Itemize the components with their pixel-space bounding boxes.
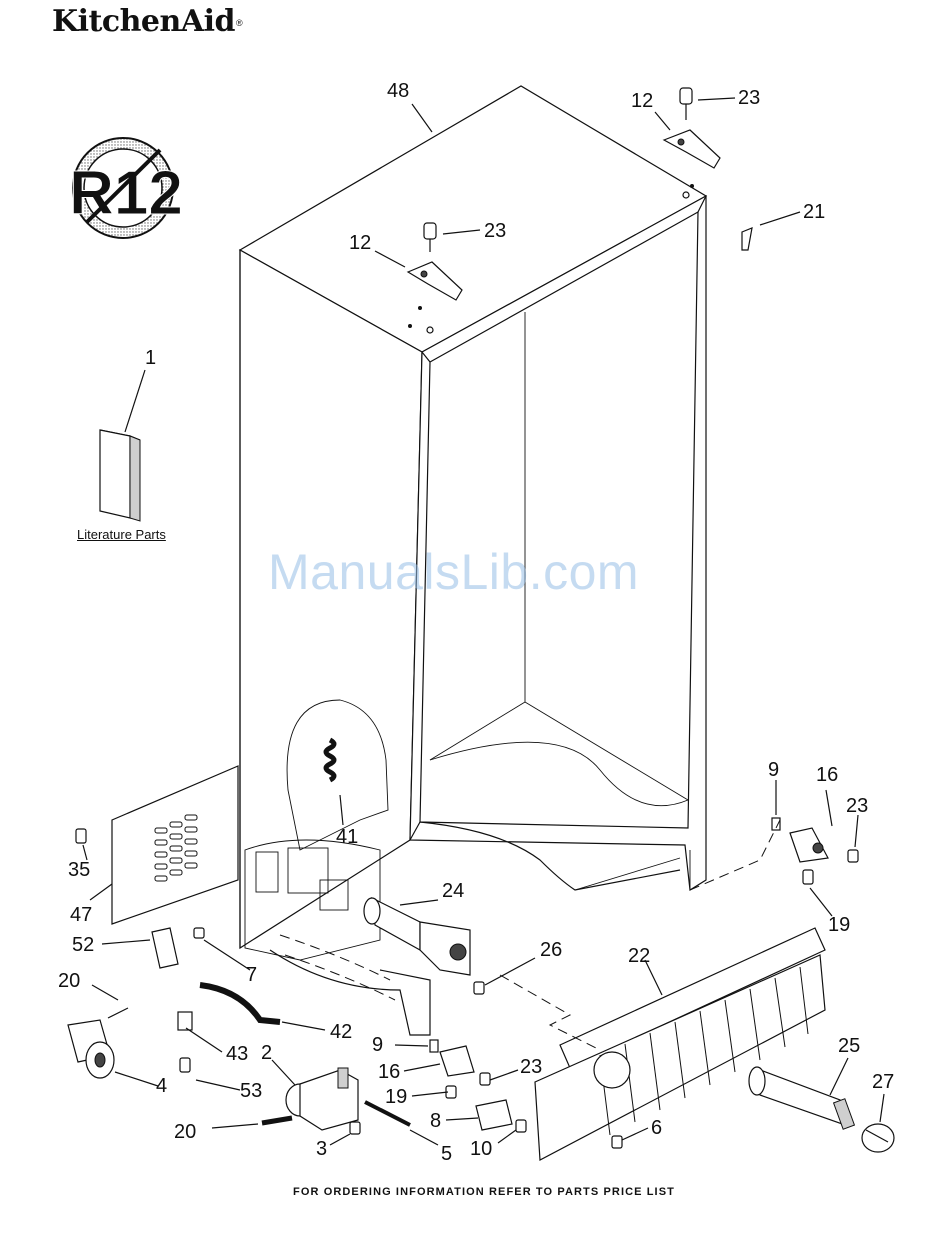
screw-23c xyxy=(848,850,858,862)
callout-9a: 9 xyxy=(768,759,779,781)
bracket-16b xyxy=(440,1046,474,1076)
callout-3: 3 xyxy=(316,1138,327,1160)
pin-20a xyxy=(108,1008,128,1018)
callout-10: 10 xyxy=(470,1138,492,1160)
screw-6 xyxy=(612,1136,622,1148)
callout-22: 22 xyxy=(628,945,650,967)
rear-cover-panel xyxy=(112,766,238,924)
no-r12-badge: R12 xyxy=(69,138,183,238)
callout-12a: 12 xyxy=(631,90,653,112)
ordering-footer: FOR ORDERING INFORMATION REFER TO PARTS … xyxy=(0,1186,950,1198)
filter-cap xyxy=(862,1124,894,1152)
screw-3 xyxy=(350,1122,360,1134)
callout-52: 52 xyxy=(72,934,94,956)
switch-8 xyxy=(476,1100,512,1130)
literature-parts-label: Literature Parts xyxy=(77,527,166,542)
callout-23d: 23 xyxy=(520,1056,542,1078)
callout-35: 35 xyxy=(68,859,90,881)
bracket-16a xyxy=(790,828,828,862)
callout-42: 42 xyxy=(330,1021,352,1043)
callout-19b: 19 xyxy=(385,1086,407,1108)
pin-20b xyxy=(262,1118,292,1123)
screw-10 xyxy=(516,1120,526,1132)
callout-48: 48 xyxy=(387,80,409,102)
callout-2: 2 xyxy=(261,1042,272,1064)
callout-8: 8 xyxy=(430,1110,441,1132)
callout-41: 41 xyxy=(336,826,358,848)
screw-23-top xyxy=(680,88,692,120)
callout-26: 26 xyxy=(540,939,562,961)
spacer-9a xyxy=(772,818,780,830)
callout-43: 43 xyxy=(226,1043,248,1065)
badge-text: R12 xyxy=(69,159,183,228)
callout-20a: 20 xyxy=(58,970,80,992)
callout-24: 24 xyxy=(442,880,464,902)
callout-16b: 16 xyxy=(378,1061,400,1083)
tube-42 xyxy=(200,985,280,1022)
refrigerator-cabinet xyxy=(240,86,706,948)
screw-19a xyxy=(803,870,813,884)
clip-21 xyxy=(742,228,752,250)
callout-23b: 23 xyxy=(484,220,506,242)
spacer-9b xyxy=(430,1040,438,1052)
callout-23c: 23 xyxy=(846,795,868,817)
callout-23a: 23 xyxy=(738,87,760,109)
callout-21: 21 xyxy=(803,201,825,223)
screw-23d xyxy=(480,1073,490,1085)
rear-roller xyxy=(68,1020,114,1078)
callout-5: 5 xyxy=(441,1143,452,1165)
callout-27: 27 xyxy=(872,1071,894,1093)
clamp-43 xyxy=(178,1012,192,1030)
callout-12b: 12 xyxy=(349,232,371,254)
clamp-52 xyxy=(152,928,204,968)
watermark: ManualsLib.com xyxy=(268,543,639,601)
screw-53 xyxy=(180,1058,190,1072)
callout-20b: 20 xyxy=(174,1121,196,1143)
callout-1: 1 xyxy=(145,347,156,369)
callout-47: 47 xyxy=(70,904,92,926)
callout-16a: 16 xyxy=(816,764,838,786)
callout-19a: 19 xyxy=(828,914,850,936)
water-valve xyxy=(286,1068,358,1130)
callout-4: 4 xyxy=(156,1075,167,1097)
hinge-12-top xyxy=(664,130,720,168)
toe-grille xyxy=(535,928,825,1160)
callout-7: 7 xyxy=(246,964,257,986)
literature-booklet xyxy=(100,430,140,521)
callout-53: 53 xyxy=(240,1080,262,1102)
callout-25: 25 xyxy=(838,1035,860,1057)
callout-6: 6 xyxy=(651,1117,662,1139)
screw-35 xyxy=(76,829,86,843)
callout-9b: 9 xyxy=(372,1034,383,1056)
screw-26 xyxy=(474,982,484,994)
